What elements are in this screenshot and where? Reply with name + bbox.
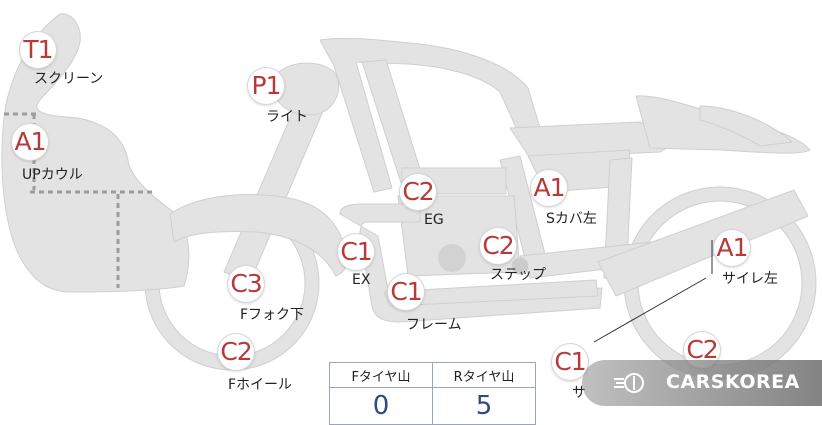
badge-muffler-left[interactable]: A1 [714,230,750,266]
label-exhaust: EX [352,272,371,288]
tire-tread-table: Fタイヤ山 Rタイヤ山 0 5 [329,362,536,425]
label-front-fork-lower: Fフォク下 [240,307,305,323]
frame-main [319,37,541,193]
carskorea-logo-icon [614,373,644,393]
badge-rear-part[interactable]: C1 [552,344,588,380]
badge-engine[interactable]: C2 [400,174,436,210]
badge-frame[interactable]: C1 [388,274,424,310]
label-upper-cowl: UPカウル [22,167,83,183]
label-side-cover-left: Sカバ左 [546,211,597,227]
label-frame: フレーム [406,317,462,333]
watermark-text: CARSKOREA [666,371,800,393]
leader-line-rear [593,277,707,343]
carskorea-watermark: CARSKOREA [582,360,822,406]
badge-side-cover-left[interactable]: A1 [531,170,567,206]
label-screen: スクリーン [34,71,104,87]
front-tire-value: 0 [329,387,433,425]
label-step: ステップ [490,267,546,283]
badge-light[interactable]: P1 [248,68,284,104]
badge-screen[interactable]: T1 [20,32,56,68]
badge-step[interactable]: C2 [480,228,516,264]
rear-tire-header: Rタイヤ山 [432,362,536,388]
rear-tire-value: 5 [432,387,536,425]
label-engine: EG [424,212,444,228]
badge-upper-cowl[interactable]: A1 [12,124,48,160]
badge-exhaust[interactable]: C1 [338,234,374,270]
badge-front-fork-lower[interactable]: C3 [228,266,264,302]
label-muffler-left: サイレ左 [722,271,778,287]
step-peg [511,257,529,275]
badge-front-wheel[interactable]: C2 [218,334,254,370]
headlight [271,62,340,116]
fairing-shape [1,13,190,293]
muffler [597,189,809,297]
label-light: ライト [266,109,308,125]
front-tire-header: Fタイヤ山 [329,362,433,388]
label-front-wheel: Fホイール [228,377,293,393]
